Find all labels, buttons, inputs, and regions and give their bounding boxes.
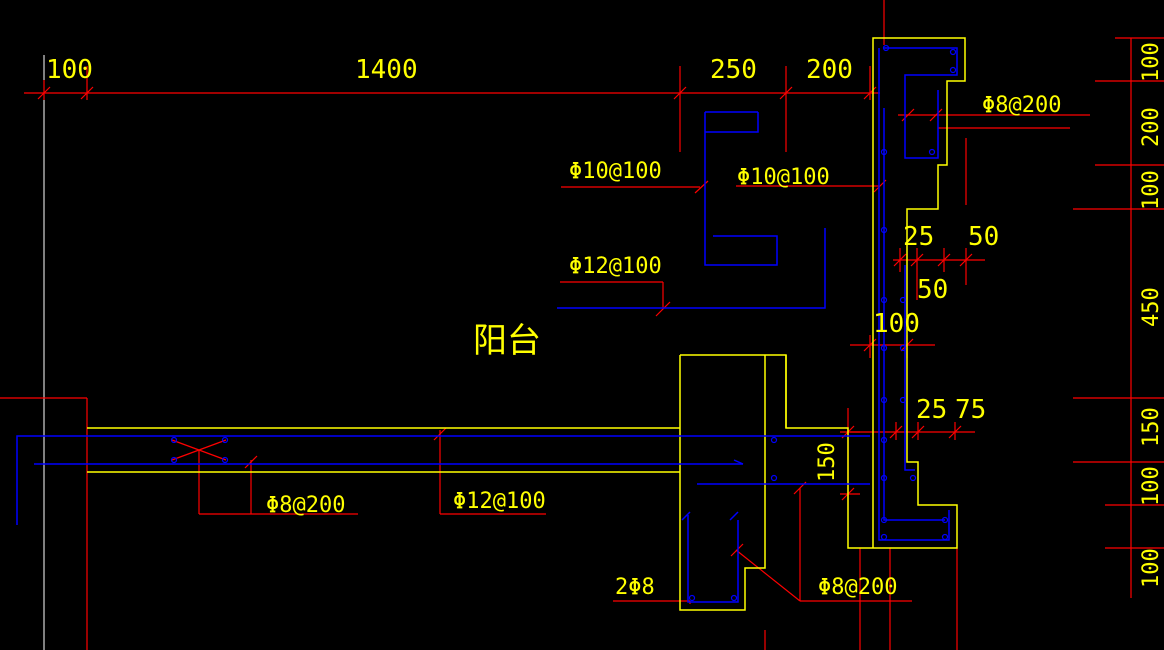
dim-150: 150 (815, 442, 840, 482)
label-phi10-100-left: Φ10@100 (569, 159, 662, 184)
upper-hook-bar (704, 112, 778, 266)
dim-25a: 25 (903, 222, 934, 252)
rebar-labels: Φ10@100 Φ10@100 Φ12@100 Φ8@200 Φ8@200 Φ1… (266, 93, 1061, 600)
label-2phi8: 2Φ8 (615, 575, 655, 600)
dim-right-100a: 100 (1139, 42, 1164, 82)
slab-top-bar (16, 435, 870, 525)
dim-right-100c: 100 (1139, 466, 1164, 506)
dim-right-100d: 100 (1139, 548, 1164, 588)
rebar-dots (170, 44, 957, 602)
dim-right-450: 450 (1139, 287, 1164, 327)
dim-25b: 25 (916, 395, 947, 425)
dim-right-100b: 100 (1139, 170, 1164, 210)
label-phi8-200-bottom-left: Φ8@200 (266, 493, 345, 518)
dim-top-250: 250 (710, 55, 757, 85)
dim-top-200: 200 (806, 55, 853, 85)
label-phi12-100-bottom: Φ12@100 (453, 489, 546, 514)
dim-100: 100 (873, 309, 920, 339)
dim-75: 75 (955, 395, 986, 425)
dim-top-1400: 1400 (355, 55, 418, 85)
room-label-balcony: 阳台 (473, 321, 541, 361)
detail-dimensions: 25 50 50 100 25 75 150 (815, 222, 999, 482)
label-phi12-100-top: Φ12@100 (569, 254, 662, 279)
label-phi8-200-top-right: Φ8@200 (982, 93, 1061, 118)
concrete-outline (87, 37, 966, 611)
right-dimensions: 100 200 100 450 150 100 100 (1139, 42, 1164, 588)
rebar (16, 47, 958, 603)
dim-50b: 50 (917, 275, 948, 305)
label-phi10-100-right: Φ10@100 (737, 165, 830, 190)
label-phi8-200-bottom-right: Φ8@200 (818, 575, 897, 600)
dim-top-100: 100 (46, 55, 93, 85)
top-dimensions: 100 1400 250 200 (46, 55, 853, 85)
dim-right-150: 150 (1139, 407, 1164, 447)
dim-50a: 50 (968, 222, 999, 252)
dim-right-200: 200 (1139, 107, 1164, 147)
beam-column-outline (680, 37, 966, 549)
